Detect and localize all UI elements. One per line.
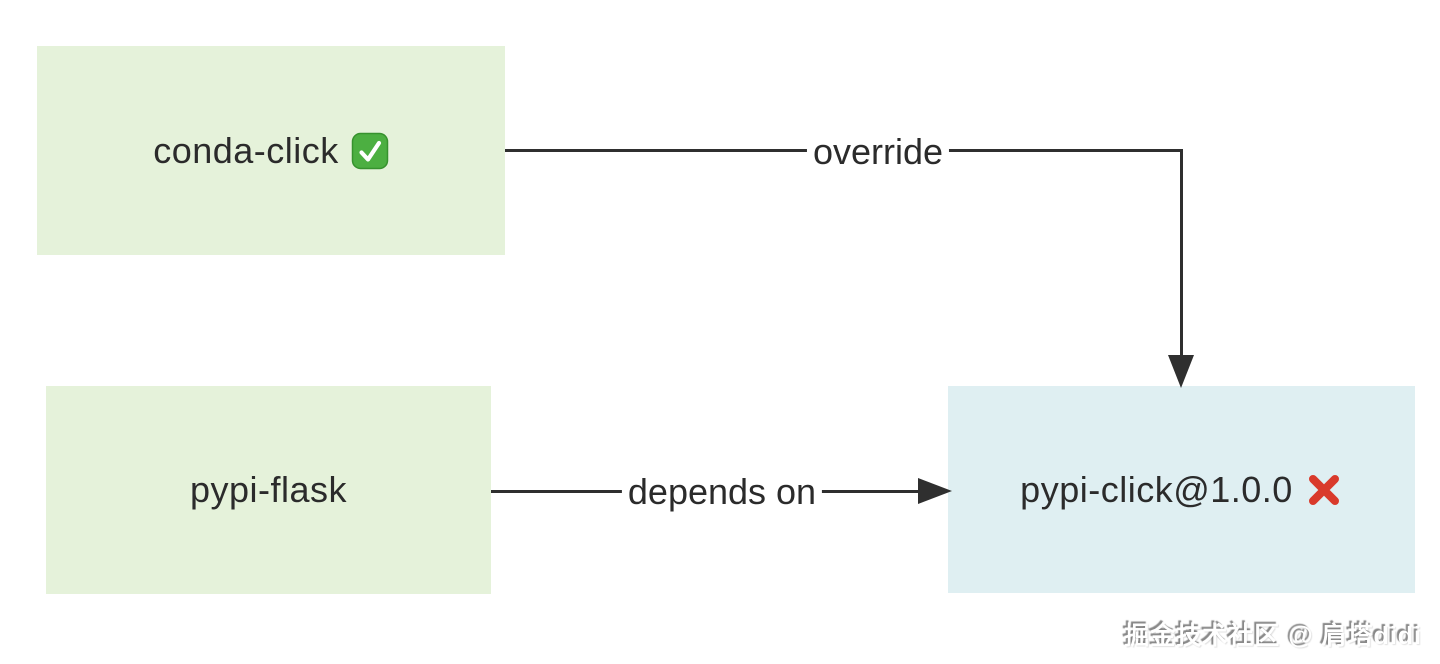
edge-depends-on-label: depends on [621,472,823,512]
arrow-right-icon [918,478,952,504]
cross-mark-emoji-icon [1305,471,1343,509]
node-conda-click: conda-click [37,46,505,255]
node-pypi-click: pypi-click@1.0.0 [948,386,1415,593]
edge-override-vertical-line [1180,149,1183,357]
node-pypi-flask-label: pypi-flask [189,469,348,510]
node-pypi-click-label: pypi-click@1.0.0 [1020,468,1293,510]
watermark: 掘金技术社区 @ 肩塔didi [1124,622,1422,650]
node-conda-click-label: conda-click [153,129,339,171]
check-mark-emoji-icon [351,132,389,170]
arrow-down-icon [1168,355,1194,388]
edge-override-label: override [806,132,950,172]
node-pypi-flask: pypi-flask [46,386,491,594]
